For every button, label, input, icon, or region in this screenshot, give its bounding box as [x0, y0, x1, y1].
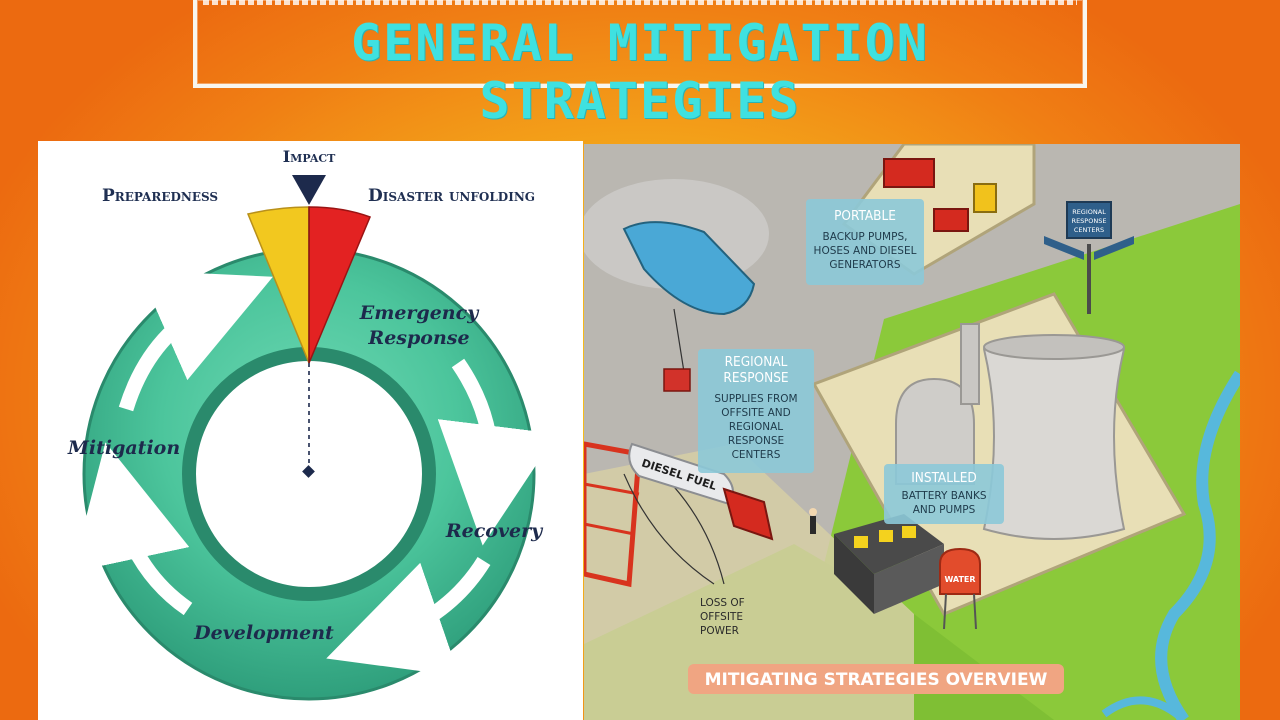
signpost-board: [1066, 201, 1112, 239]
staged-generator: [883, 158, 935, 188]
disaster-cycle-panel: Impact Preparedness Disaster unfolding E…: [38, 141, 583, 720]
arrow-mitigation-to-preparedness: [118, 270, 273, 412]
river: [1155, 370, 1240, 720]
callout-portable-line2: HOSES AND DIESEL: [814, 245, 917, 257]
callout-regional-title1: REGIONAL: [725, 354, 788, 370]
sling-load-generator: [663, 368, 691, 392]
phase-mitigation: Mitigation: [67, 437, 180, 459]
page-title: GENERAL MITIGATION STRATEGIES: [351, 14, 929, 130]
arrow-development-to-mitigation: [71, 442, 193, 616]
preparedness-label: Preparedness: [102, 186, 218, 206]
callout-installed-title: INSTALLED: [911, 470, 977, 486]
disaster-unfolding-label: Disaster unfolding: [368, 186, 535, 206]
fuel-truck-cab: [722, 487, 774, 541]
callout-installed-line2: AND PUMPS: [913, 504, 976, 516]
callout-regional-line2: OFFSITE AND: [721, 407, 790, 419]
callout-installed-line1: BATTERY BANKS: [901, 490, 986, 502]
callout-portable-title: PORTABLE: [834, 208, 896, 224]
callout-regional-line4: RESPONSE: [728, 435, 784, 447]
mitigation-illustration-panel: WATER DIESEL FUEL REGIONAL RESPONSE CENT…: [584, 144, 1240, 720]
overview-banner-text: MITIGATING STRATEGIES OVERVIEW: [705, 670, 1048, 690]
callout-portable: PORTABLE BACKUP PUMPS, HOSES AND DIESEL …: [806, 199, 924, 285]
offsite-power-line3: POWER: [700, 625, 739, 637]
signpost-arrow-right: [1094, 236, 1134, 260]
impact-diamond: [302, 465, 315, 478]
transmission-tower: [584, 441, 642, 588]
disaster-cycle-diagram: Impact Preparedness Disaster unfolding E…: [67, 147, 557, 701]
callout-regional-line3: REGIONAL: [729, 421, 783, 433]
stack: [960, 323, 980, 405]
callout-installed: INSTALLED BATTERY BANKS AND PUMPS: [884, 464, 1004, 524]
overview-banner: [688, 664, 1064, 694]
reactor-building: [895, 377, 975, 485]
battery-building: [834, 514, 944, 574]
signpost-line3: CENTERS: [1074, 226, 1104, 234]
callout-regional-title2: RESPONSE: [723, 370, 788, 386]
road: [584, 444, 914, 720]
title-frame: GENERAL MITIGATION STRATEGIES: [193, 0, 1087, 130]
water-tank-label: WATER: [944, 575, 975, 584]
impact-label: Impact: [283, 147, 336, 166]
phase-development: Development: [193, 622, 334, 644]
worker: [810, 516, 816, 534]
offsite-power-line1: LOSS OF: [700, 597, 745, 609]
cooling-tower: [982, 334, 1126, 540]
callout-portable-line1: BACKUP PUMPS,: [823, 231, 908, 243]
river-branch: [1101, 696, 1187, 720]
phase-recovery: Recovery: [445, 520, 544, 542]
water-tank: [939, 547, 981, 595]
signpost-line1: REGIONAL: [1072, 208, 1106, 216]
staged-pump-yellow: [973, 183, 997, 213]
callout-regional-response: REGIONAL RESPONSE SUPPLIES FROM OFFSITE …: [698, 349, 814, 473]
note-loss-of-offsite-power: LOSS OF OFFSITE POWER: [700, 597, 745, 637]
callout-regional-line5: CENTERS: [732, 449, 781, 461]
phase-emergency-line2: Response: [367, 327, 469, 349]
helicopter: [622, 221, 756, 316]
mitigation-illustration: WATER DIESEL FUEL REGIONAL RESPONSE CENT…: [584, 144, 1240, 720]
callout-regional-line1: SUPPLIES FROM: [714, 393, 797, 405]
arrow-emergency-to-recovery: [437, 358, 557, 546]
arrow-recovery-to-development: [326, 556, 491, 677]
signpost-arrow-left: [1044, 236, 1084, 260]
impact-marker-icon: [292, 175, 326, 205]
phase-emergency-line1: Emergency: [359, 302, 480, 324]
offsite-power-line2: OFFSITE: [700, 611, 743, 623]
signpost-line2: RESPONSE: [1072, 217, 1107, 225]
staged-pump: [933, 208, 969, 232]
callout-portable-line3: GENERATORS: [829, 259, 900, 271]
